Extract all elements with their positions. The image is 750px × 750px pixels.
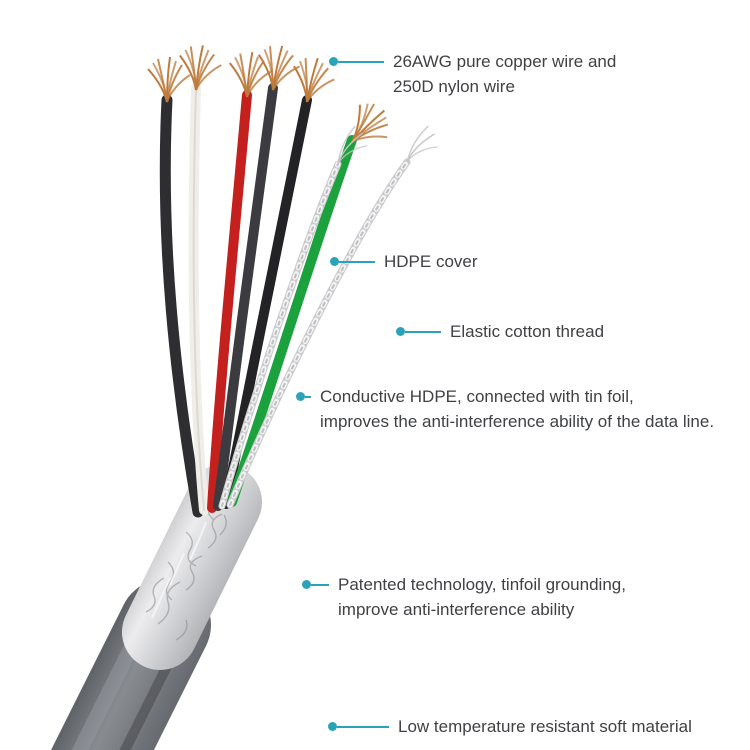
tinfoil-shield <box>122 464 262 670</box>
wire-white-shade <box>192 87 205 511</box>
callout-line <box>311 583 329 586</box>
callout-text-line: improves the anti-interference ability o… <box>320 412 715 431</box>
twist-shadow <box>229 161 408 506</box>
callout-text-line: 26AWG pure copper wire and <box>393 52 617 71</box>
callout-copper-nylon-wire: 26AWG pure copper wire and 250D nylon wi… <box>329 49 616 99</box>
callout-dot <box>328 722 337 731</box>
callout-text: HDPE cover <box>384 249 478 274</box>
callout-line <box>338 60 384 63</box>
callout-line <box>305 395 311 398</box>
callout-conductive-hdpe: Conductive HDPE, connected with tin foil… <box>296 384 714 434</box>
callout-text: Patented technology, tinfoil grounding, … <box>338 572 626 622</box>
callout-soft-material: Low temperature resistant soft material <box>328 714 692 739</box>
callout-line <box>405 330 441 333</box>
callout-text-line: improve anti-interference ability <box>338 600 575 619</box>
callout-text-line: 250D nylon wire <box>393 77 515 96</box>
callout-dot <box>296 392 305 401</box>
twisted-silver-wire-1 <box>218 160 342 510</box>
wire-black-1 <box>159 94 204 518</box>
callout-text-line: HDPE cover <box>384 252 478 271</box>
wire-green <box>227 135 357 507</box>
callout-dot <box>330 257 339 266</box>
callout-hdpe-cover: HDPE cover <box>330 249 478 274</box>
wire-red <box>207 90 252 513</box>
callout-tinfoil-grounding: Patented technology, tinfoil grounding, … <box>302 572 626 622</box>
callout-text-line: Patented technology, tinfoil grounding, <box>338 575 626 594</box>
callout-text: Low temperature resistant soft material <box>398 714 692 739</box>
foil-highlights <box>151 521 207 619</box>
callout-text: 26AWG pure copper wire and 250D nylon wi… <box>393 49 616 99</box>
callout-dot <box>396 327 405 336</box>
callout-text: Elastic cotton thread <box>450 319 604 344</box>
copper-strands <box>147 56 191 103</box>
twisted-silver-wire-2 <box>226 158 411 509</box>
twist-shadow <box>221 163 339 507</box>
callout-dot <box>302 580 311 589</box>
callout-text: Conductive HDPE, connected with tin foil… <box>320 384 714 434</box>
wire-gray <box>213 83 278 511</box>
callout-text-line: Conductive HDPE, connected with tin foil… <box>320 387 634 406</box>
callout-text-line: Elastic cotton thread <box>450 322 605 341</box>
silver-wisps <box>406 122 443 169</box>
callout-dot <box>329 57 338 66</box>
callout-line <box>339 260 375 263</box>
copper-strands <box>227 50 274 100</box>
callout-line <box>337 725 389 728</box>
copper-strands <box>176 42 224 94</box>
callout-text-line: Low temperature resistant soft material <box>398 717 692 736</box>
callout-elastic-cotton-thread: Elastic cotton thread <box>396 319 604 344</box>
